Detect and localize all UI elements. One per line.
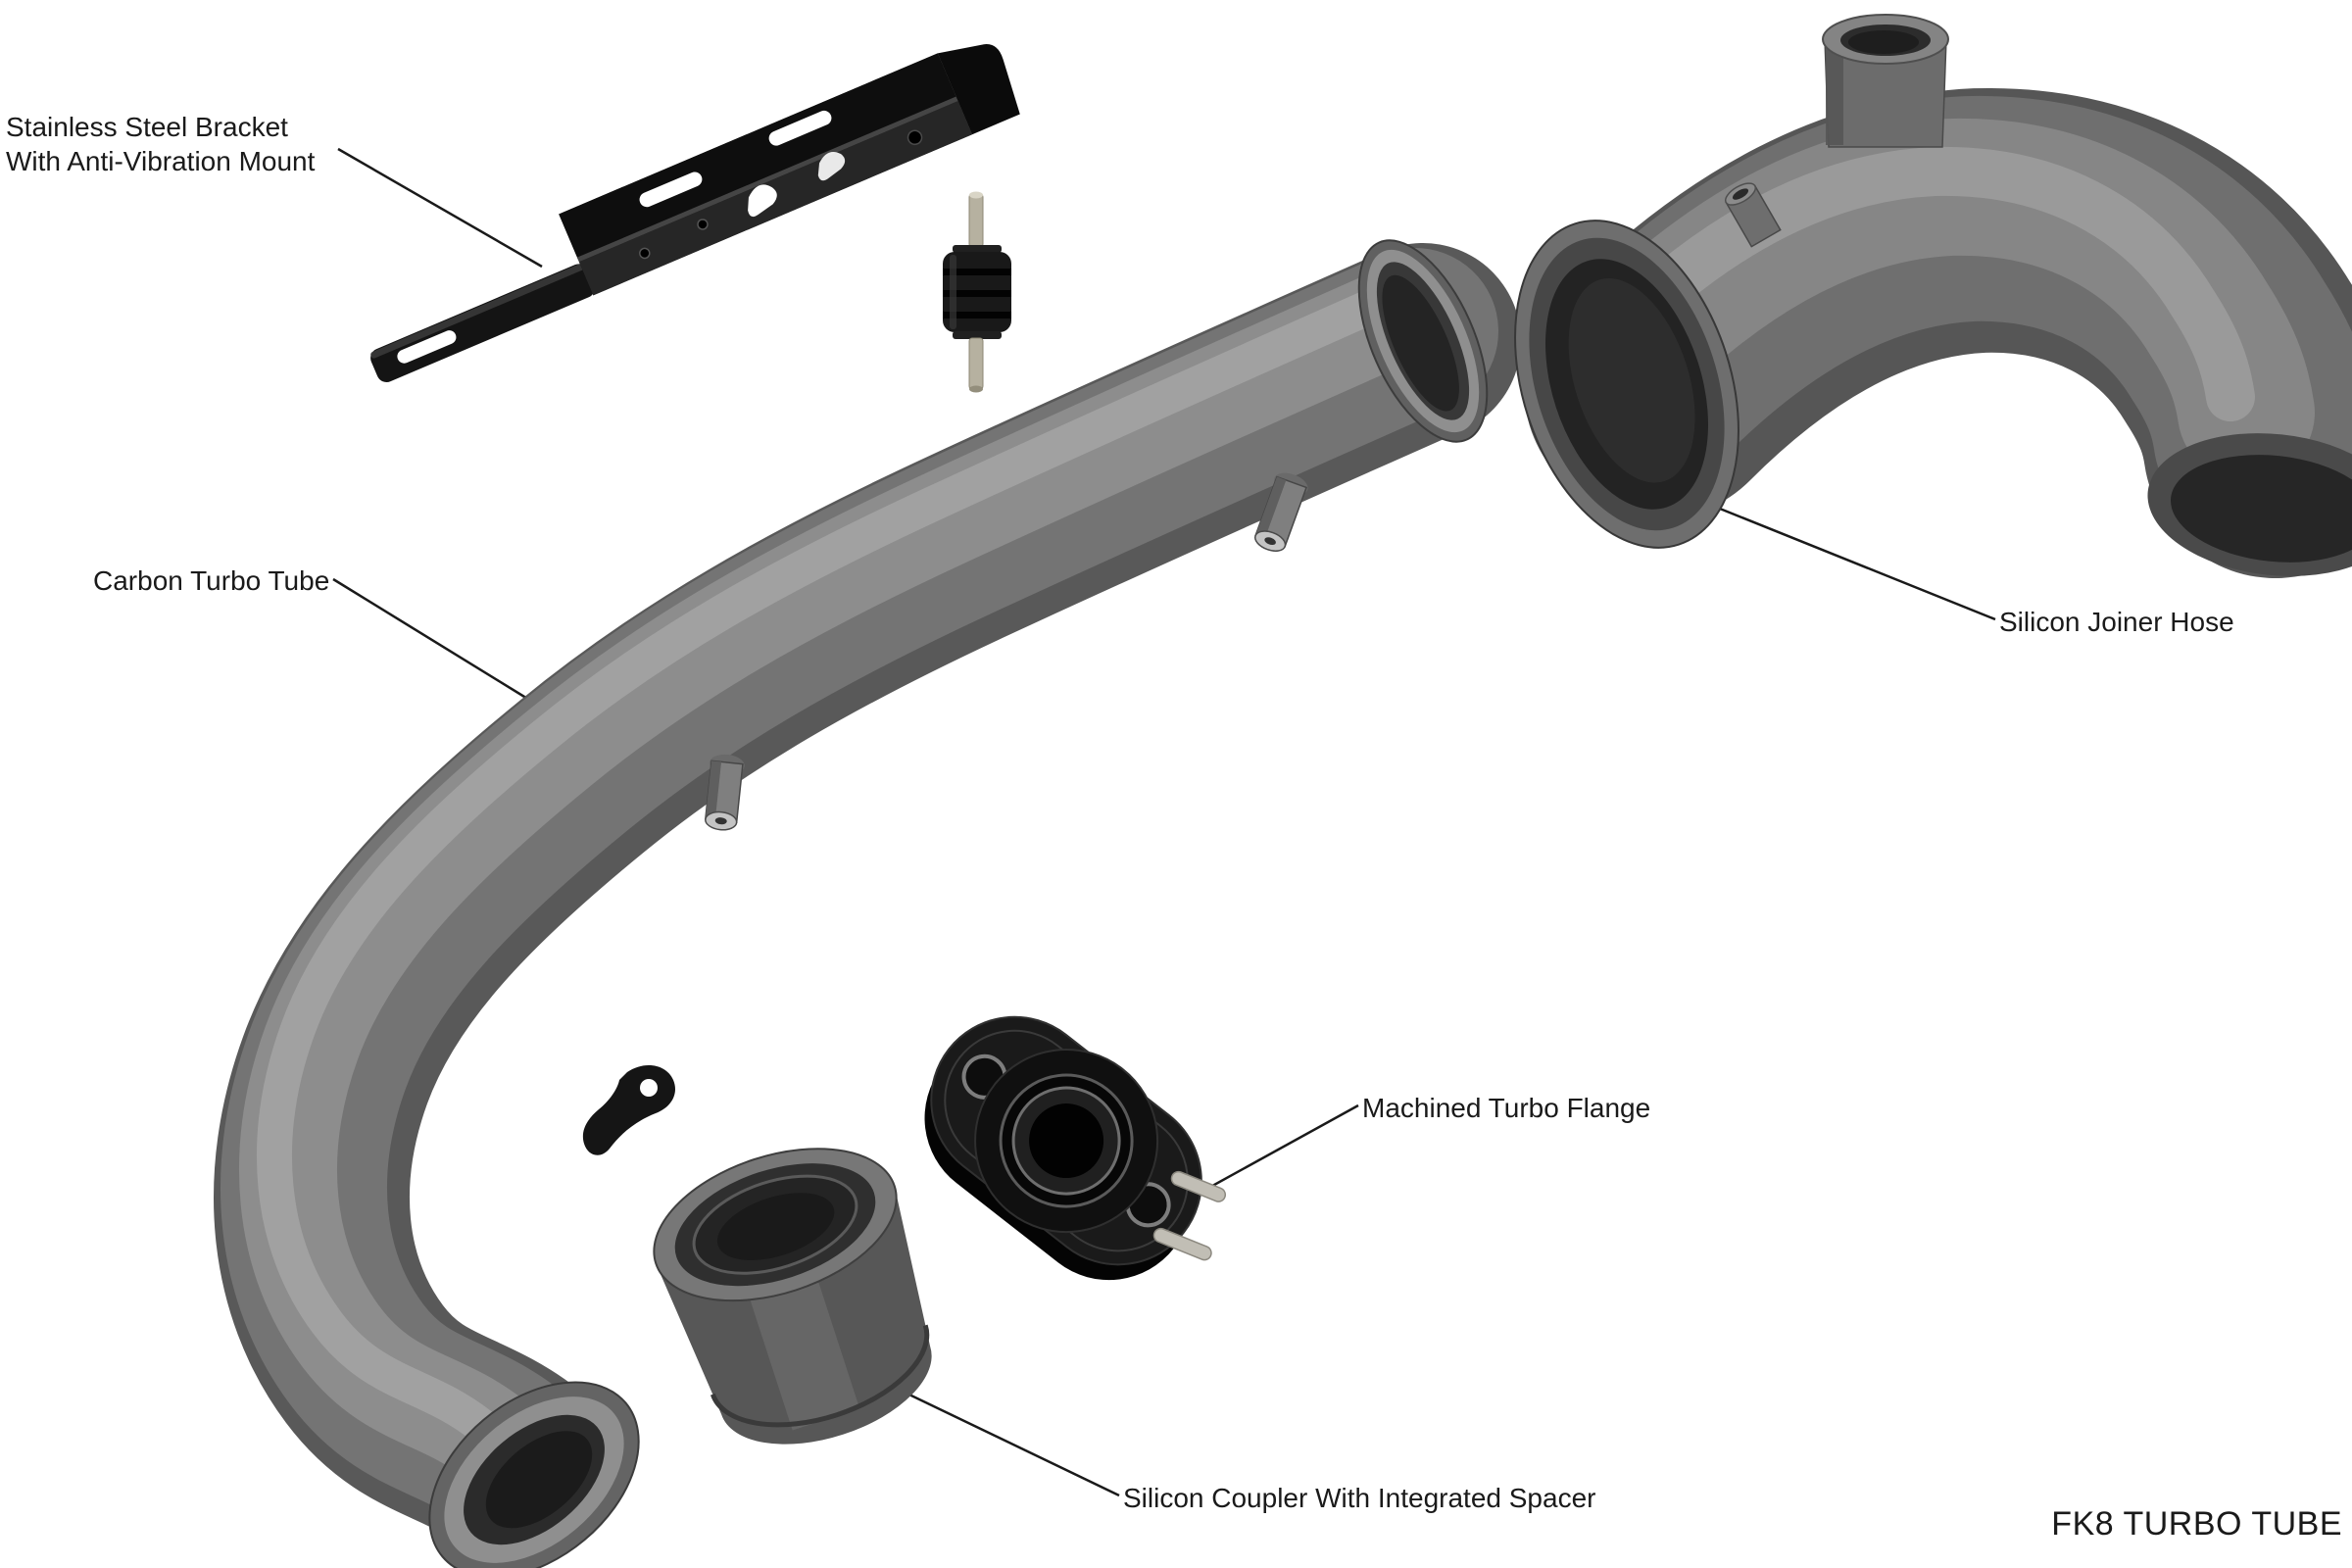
- machined-turbo-flange-part: [924, 1015, 1202, 1281]
- flange-stud-lower: [1152, 1227, 1212, 1261]
- leader-line-bracket: [337, 147, 543, 269]
- bellmouth-bore-deep: [485, 1431, 593, 1529]
- tube-port-lower: [704, 754, 745, 831]
- bracket-arm-highlight: [370, 263, 585, 359]
- diagram-title: FK8 TURBO TUBE: [2051, 1505, 2342, 1543]
- hose-end-bore: [2171, 455, 2352, 563]
- bracket-bend-highlight: [576, 96, 958, 263]
- bracket-arm-slot: [397, 330, 457, 364]
- callout-bracket-label: Stainless Steel Bracket With Anti-Vibrat…: [6, 112, 316, 176]
- port-tip-bore: [714, 817, 727, 825]
- top-port-shade: [1826, 39, 1843, 145]
- port-shade: [705, 760, 722, 821]
- bracket-hole: [639, 247, 651, 260]
- tube-top-opening: [1357, 239, 1489, 443]
- callout-tube-label: Carbon Turbo Tube: [93, 565, 330, 596]
- carbon-turbo-tube-part: [274, 239, 1513, 1568]
- callout-joiner-label: Silicon Joiner Hose: [1999, 607, 2234, 637]
- bracket-web-slot: [768, 110, 832, 146]
- mount-washer: [953, 331, 1002, 339]
- hose-right-end: [2147, 433, 2352, 576]
- silicon-coupler-part: [653, 1148, 932, 1445]
- stainless-steel-bracket-part: [370, 44, 1020, 383]
- stud-body: [1170, 1170, 1227, 1202]
- coupler-groove: [710, 1324, 930, 1428]
- stud-body: [1152, 1227, 1212, 1261]
- bracket-arm: [370, 264, 595, 383]
- leader-line-tube: [332, 577, 530, 702]
- bracket-cutout: [748, 184, 777, 218]
- callout-coupler-label: Silicon Coupler With Integrated Spacer: [1123, 1483, 1596, 1513]
- mount-bottom-stud: [968, 337, 984, 390]
- hose-top-port: [1822, 14, 1949, 148]
- mount-highlight: [950, 255, 956, 329]
- bracket-mount-hole: [906, 129, 923, 146]
- callout-flange-label: Machined Turbo Flange: [1362, 1093, 1651, 1123]
- clip-body: [582, 1065, 675, 1155]
- silicon-joiner-hose-part: [1514, 14, 2352, 588]
- bracket-end-tab: [937, 44, 1020, 135]
- mount-rib: [943, 290, 1011, 297]
- mount-stud-cap: [969, 385, 983, 393]
- hose-opening-bore-deep: [1568, 277, 1695, 483]
- mount-rib: [943, 269, 1011, 275]
- nipple-bore: [1732, 188, 1749, 200]
- opening-bore-deep: [1382, 274, 1459, 412]
- leader-line-flange: [1185, 1103, 1359, 1202]
- retaining-clip-part: [582, 1065, 675, 1155]
- hose-nipple: [1724, 182, 1782, 248]
- bracket-web-face: [559, 53, 957, 260]
- port-tip-bore: [1264, 537, 1276, 546]
- top-port-bore-deep: [1848, 30, 1919, 54]
- tube-bellmouth-opening: [428, 1381, 640, 1568]
- mount-stud-cap: [969, 191, 983, 199]
- hose-left-opening: [1514, 220, 1740, 549]
- clip-hole: [640, 1079, 658, 1097]
- flange-stud-upper: [1170, 1170, 1227, 1202]
- bracket-cutout: [817, 152, 846, 181]
- mount-top-stud: [968, 193, 984, 248]
- flange-bore-deep: [1029, 1103, 1104, 1179]
- bracket-hole: [697, 219, 709, 230]
- mount-washer: [953, 245, 1002, 253]
- coupler-bore-deep: [716, 1193, 835, 1260]
- leader-line-joiner: [1709, 503, 1996, 621]
- anti-vibration-mount-part: [943, 191, 1011, 393]
- leader-lines: [332, 147, 1996, 1497]
- tube-port-upper: [1254, 472, 1308, 552]
- mount-rib: [943, 312, 1011, 318]
- port-shade: [1255, 476, 1287, 540]
- bracket-web-slot: [639, 172, 703, 208]
